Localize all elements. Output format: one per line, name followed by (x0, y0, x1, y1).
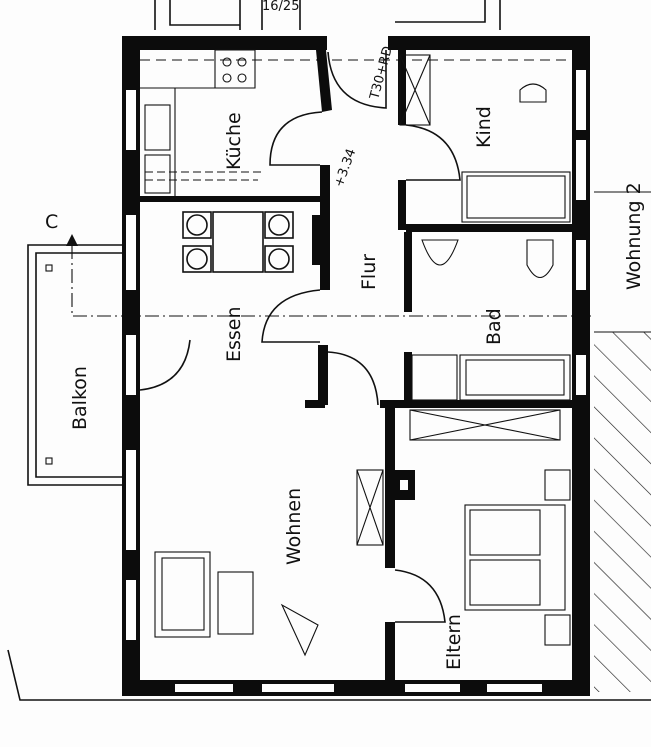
room-label-bath: Bad (483, 308, 505, 345)
neighbor-unit-label: Wohnung 2 (623, 182, 645, 290)
dining-table (182, 211, 294, 273)
walls (122, 36, 590, 696)
hatched-area (594, 332, 651, 692)
living-furniture (154, 469, 384, 657)
section-line: C (45, 211, 594, 317)
room-label-parents: Eltern (443, 614, 465, 670)
room-label-living: Wohnen (283, 488, 305, 565)
room-label-dining: Essen (223, 306, 245, 362)
parents-furniture (409, 409, 571, 646)
door-rating: T30+RD (367, 45, 396, 102)
room-label-child: Kind (473, 106, 495, 148)
kitchen-fixtures (140, 49, 265, 196)
balcony: Balkon (27, 244, 122, 486)
kid-room-furniture (399, 54, 571, 223)
bath-fixtures (411, 239, 571, 401)
room-label-kitchen: Küche (223, 112, 245, 170)
level-mark: +3.34 (332, 147, 360, 190)
stair: 16/25 (154, 0, 501, 30)
section-marker: C (45, 211, 58, 233)
stair-label: 16/25 (262, 0, 299, 14)
room-label-hall: Flur (358, 254, 380, 290)
room-label-balcony: Balkon (69, 366, 91, 430)
doors (139, 50, 461, 623)
